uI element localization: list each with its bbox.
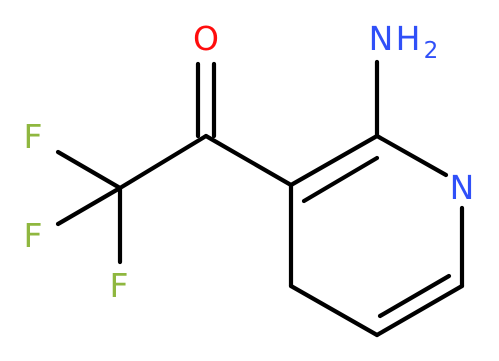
bond-ring-c3-c2 <box>288 133 380 188</box>
bond-ring-c3-c2-inner <box>301 155 380 204</box>
bond-ring-c5-c6 <box>374 283 465 338</box>
amine-subscript-2: 2 <box>424 38 439 64</box>
fluorine-top-atom-label: F <box>24 117 43 156</box>
fluorine-bottom-atom-label: F <box>110 266 129 305</box>
bonds <box>55 59 465 338</box>
fluorine-left-atom-label: F <box>24 216 43 255</box>
bond-ring-c5-c6-inner <box>377 273 452 319</box>
amine-h-atom-label: H <box>396 19 421 58</box>
bond-c-f-left <box>55 185 123 227</box>
oxygen-atom-label: O <box>193 19 219 58</box>
bond-ring-c2-n1 <box>374 133 449 178</box>
bond-c-f-top <box>55 149 123 191</box>
pyridine-n-atom-label: N <box>450 168 475 207</box>
bond-carbonyl-ring <box>203 133 294 188</box>
bond-ring-c4-c5 <box>288 283 380 338</box>
bond-carbonyl-cf3 <box>117 133 209 191</box>
atom-labels: O N H 2 N F F F <box>24 19 475 305</box>
amine-n-atom-label: N <box>369 19 394 58</box>
